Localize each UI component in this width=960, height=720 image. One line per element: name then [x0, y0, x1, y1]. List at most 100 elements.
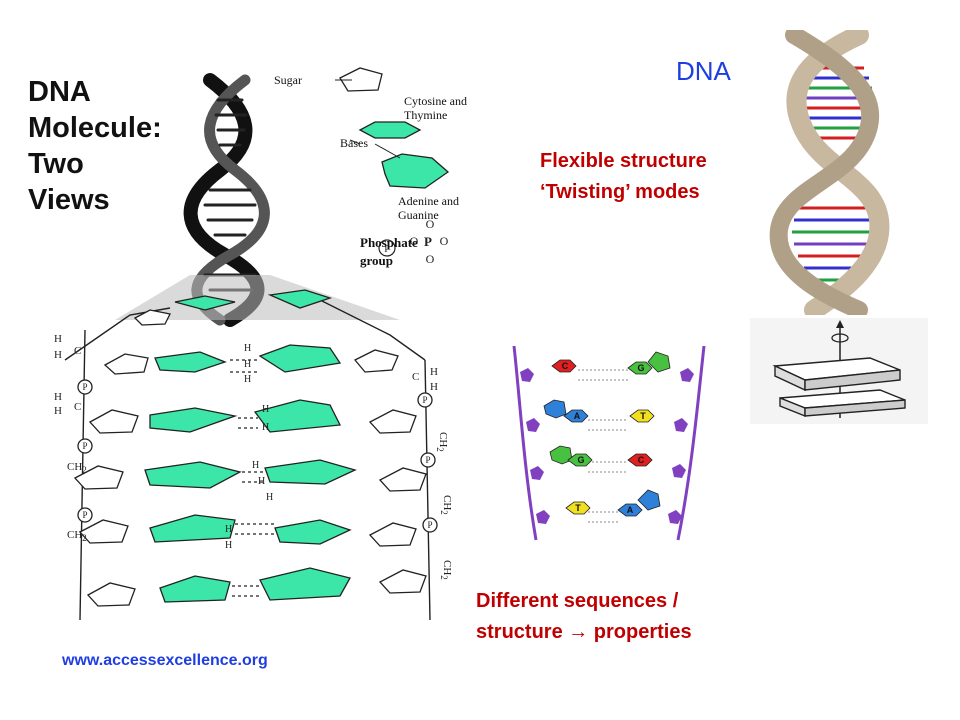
label-bases: Bases	[340, 136, 368, 150]
atom-h: H	[430, 366, 438, 378]
ch2-subscript: 2	[82, 465, 87, 475]
base-letters: C G A T G C T A	[562, 361, 647, 515]
hbond-h-labels: H H H H H H H H H H	[225, 343, 273, 551]
twisting-plates-diagram	[750, 318, 928, 424]
base-pair-rows	[73, 289, 427, 607]
sequences-line-2: structure → properties	[476, 617, 692, 648]
label-pyrimidines-line-1: Cytosine and	[404, 94, 467, 108]
arrow-icon: →	[568, 621, 589, 643]
ch2-subscript: 2	[435, 447, 445, 452]
dna-title: DNA	[676, 56, 731, 86]
backbone-pentagons	[520, 368, 694, 524]
ch2-subscript: 2	[82, 533, 87, 543]
label-pyrimidines-line-2: Thymine	[404, 108, 448, 122]
label-phosphate-group: Phosphate group	[360, 234, 418, 270]
ch2-label: CH2	[67, 461, 87, 475]
label-phosphate-line-1: Phosphate	[360, 235, 418, 250]
flexible-structure-text: Flexible structure ‘Twisting’ modes	[540, 146, 707, 208]
phosphate-letter: P	[422, 395, 427, 405]
base-shapes	[543, 351, 671, 517]
atom-h: H	[54, 333, 62, 345]
atom-h: H	[266, 492, 273, 503]
source-link[interactable]: www.accessexcellence.org	[62, 652, 268, 669]
svg-text:O: O	[440, 234, 449, 248]
atom-h: H	[54, 391, 62, 403]
base-letter: A	[627, 505, 634, 515]
ch2-text: CH	[441, 495, 453, 510]
base-letter: C	[562, 361, 569, 371]
left-title-line-1: DNA	[28, 76, 91, 108]
atom-labels: H H C H H C C H H CH2 CH2 CH2 CH2 CH2	[54, 333, 453, 580]
ch2-label: CH2	[439, 560, 453, 580]
ch2-label: CH2	[67, 529, 87, 543]
left-title: DNA Molecule: Two Views	[28, 74, 162, 218]
svg-text:O: O	[426, 217, 435, 231]
left-title-line-4: Views	[28, 184, 110, 216]
atom-h: H	[54, 349, 62, 361]
ch2-text: CH	[67, 529, 82, 541]
base-letter: T	[640, 411, 646, 421]
atom-h: H	[244, 359, 251, 370]
atom-h: H	[252, 460, 259, 471]
right-backbone	[676, 345, 706, 541]
sequences-properties-text: Different sequences / structure → proper…	[476, 586, 692, 648]
pair-dashes	[578, 369, 628, 523]
dna-helix-3d-image	[769, 30, 890, 315]
flexible-line-1: Flexible structure	[540, 150, 707, 172]
atom-c: C	[412, 371, 419, 383]
base-letter: G	[577, 455, 584, 465]
svg-text:P: P	[424, 234, 432, 249]
atom-h: H	[54, 405, 62, 417]
purine-shape	[381, 153, 450, 189]
label-purines-line-1: Adenine and	[398, 194, 459, 208]
phosphate-letter: P	[82, 510, 87, 520]
helix-strand-1	[786, 30, 890, 315]
ch2-text: CH	[67, 461, 82, 473]
helix-strand-2	[769, 30, 880, 315]
sugar-shape	[339, 67, 383, 92]
phosphate-letter: P	[425, 455, 430, 465]
atom-c: C	[74, 345, 81, 357]
sequences-line-2-end: properties	[588, 621, 692, 643]
atom-h: H	[430, 381, 438, 393]
phosphate-letters: P P P P P P	[82, 382, 432, 530]
atom-h: H	[225, 540, 232, 551]
sequences-line-1: Different sequences /	[476, 590, 679, 612]
atom-h: H	[244, 374, 251, 385]
left-backbone	[512, 345, 538, 541]
atom-h: H	[258, 476, 265, 487]
svg-text:O: O	[426, 252, 435, 266]
phosphate-circles	[77, 379, 438, 533]
atom-h: H	[225, 524, 232, 535]
base-letter: T	[575, 503, 581, 513]
label-phosphate-line-2: group	[360, 253, 393, 268]
ch2-label: CH2	[435, 432, 449, 452]
pyrimidine-shape	[358, 121, 422, 139]
ch2-subscript: 2	[439, 575, 449, 580]
phosphate-letter: P	[82, 441, 87, 451]
sequences-line-2-start: structure	[476, 621, 569, 643]
phosphate-letter: P	[82, 382, 87, 392]
ch2-subscript: 2	[439, 510, 449, 515]
dotted-cone	[115, 275, 400, 320]
atom-h: H	[262, 404, 269, 415]
phosphate-structure: O O O O P	[410, 217, 449, 266]
base-letter: C	[638, 455, 645, 465]
atom-c: C	[74, 401, 81, 413]
left-title-line-3: Two	[28, 148, 84, 180]
atom-h: H	[262, 422, 269, 433]
label-purines-line-2: Guanine	[398, 208, 439, 222]
base-letter: A	[574, 411, 581, 421]
diagram-legend-shapes: O O O O P P	[335, 67, 450, 266]
base-letter: G	[637, 363, 644, 373]
label-sugar: Sugar	[274, 73, 302, 87]
svg-text:O: O	[410, 234, 419, 248]
label-purines: Adenine and Guanine	[398, 194, 459, 222]
ch2-text: CH	[441, 560, 453, 575]
ch2-text: CH	[437, 432, 449, 447]
dna-molecule-diagram: P P P P P P H H C H H C C H H CH2 CH2 CH…	[54, 73, 453, 621]
flexible-line-2: ‘Twisting’ modes	[540, 181, 700, 203]
label-pyrimidines: Cytosine and Thymine	[404, 94, 467, 122]
ch2-label: CH2	[439, 495, 453, 515]
atom-h: H	[244, 343, 251, 354]
